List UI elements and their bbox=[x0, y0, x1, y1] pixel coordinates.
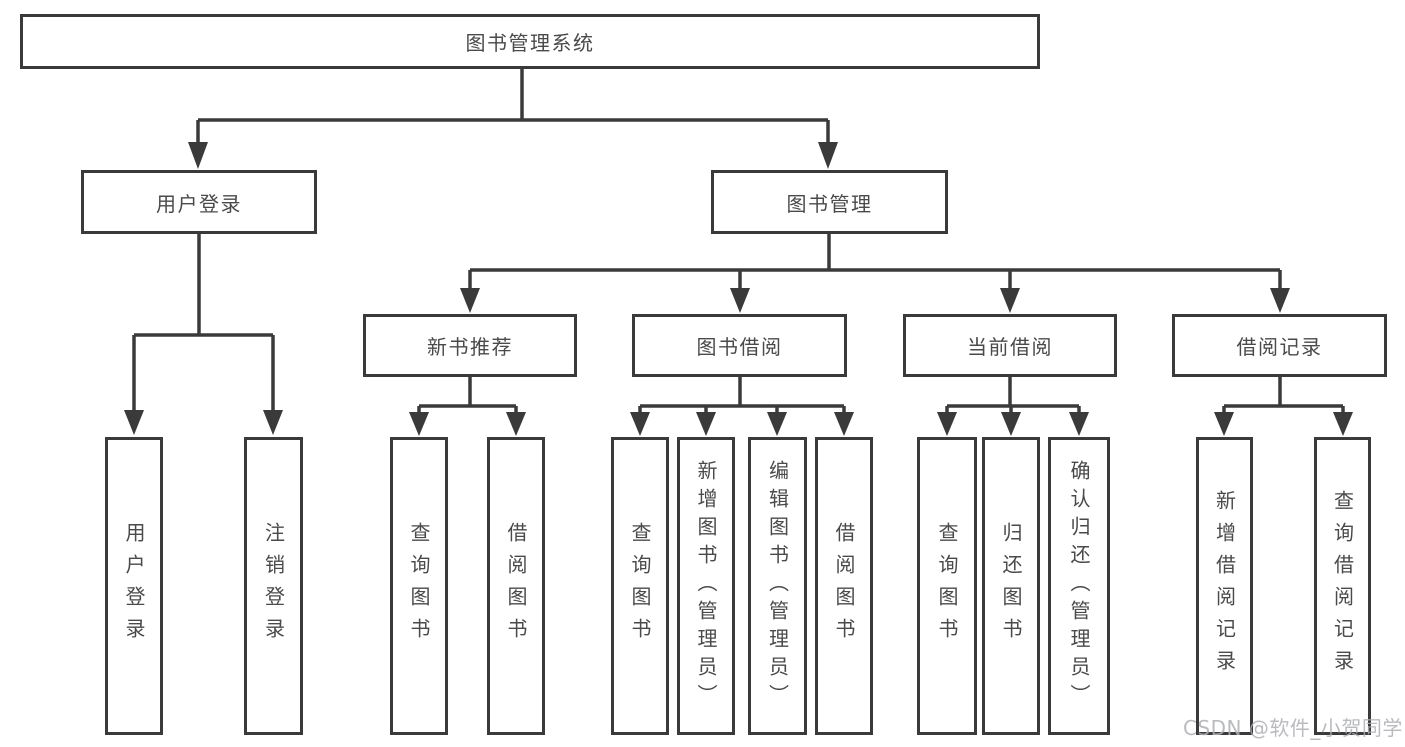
leaf-edit-books-admin-label: 编辑图书（管理员） bbox=[765, 460, 790, 712]
node-root-label: 图书管理系统 bbox=[465, 31, 595, 55]
leaf-logout: 注销登录 bbox=[244, 437, 303, 735]
node-user-login-label: 用户登录 bbox=[156, 191, 242, 216]
leaf-return-books-label: 归还图书 bbox=[999, 522, 1023, 650]
leaf-query-borrow-record: 查询借阅记录 bbox=[1314, 437, 1371, 735]
node-book-borrowing-label: 图书借阅 bbox=[696, 335, 783, 359]
leaf-user-login: 用户登录 bbox=[105, 437, 163, 735]
leaf-return-books: 归还图书 bbox=[982, 437, 1040, 735]
node-user-login: 用户登录 bbox=[81, 170, 317, 234]
leaf-add-books-admin-label: 新增图书（管理员） bbox=[694, 460, 718, 712]
leaf-query-books-1: 查询图书 bbox=[390, 437, 448, 735]
leaf-confirm-return-admin-label: 确认归还（管理员） bbox=[1067, 460, 1091, 712]
node-current-borrowing: 当前借阅 bbox=[903, 314, 1117, 377]
leaf-query-books-2: 查询图书 bbox=[611, 437, 669, 735]
csdn-watermark: CSDN @软件_小贺同学 bbox=[1183, 716, 1403, 740]
node-borrowing-records-label: 借阅记录 bbox=[1236, 335, 1323, 359]
leaf-borrow-books-2-label: 借阅图书 bbox=[832, 522, 856, 650]
leaf-add-borrow-record: 新增借阅记录 bbox=[1196, 437, 1253, 735]
leaf-borrow-books-1: 借阅图书 bbox=[487, 437, 545, 735]
leaf-query-books-3-label: 查询图书 bbox=[935, 522, 959, 650]
node-new-book-recommend: 新书推荐 bbox=[363, 314, 577, 377]
leaf-query-borrow-record-label: 查询借阅记录 bbox=[1330, 490, 1355, 682]
leaf-borrow-books-1-label: 借阅图书 bbox=[504, 522, 528, 650]
node-book-borrowing: 图书借阅 bbox=[632, 314, 847, 377]
arrowheads bbox=[124, 142, 1353, 436]
leaf-query-books-1-label: 查询图书 bbox=[407, 522, 431, 650]
leaf-edit-books-admin: 编辑图书（管理员） bbox=[748, 437, 807, 735]
leaf-logout-label: 注销登录 bbox=[261, 522, 286, 650]
leaf-user-login-label: 用户登录 bbox=[122, 522, 146, 650]
leaf-query-books-3: 查询图书 bbox=[917, 437, 977, 735]
node-new-book-recommend-label: 新书推荐 bbox=[427, 335, 513, 359]
node-borrowing-records: 借阅记录 bbox=[1172, 314, 1387, 377]
node-current-borrowing-label: 当前借阅 bbox=[967, 335, 1053, 359]
node-book-management: 图书管理 bbox=[711, 170, 948, 234]
node-root: 图书管理系统 bbox=[20, 14, 1040, 69]
node-book-management-label: 图书管理 bbox=[786, 191, 873, 216]
leaf-add-books-admin: 新增图书（管理员） bbox=[677, 437, 735, 735]
leaf-confirm-return-admin: 确认归还（管理员） bbox=[1048, 437, 1110, 735]
leaf-borrow-books-2: 借阅图书 bbox=[815, 437, 873, 735]
leaf-add-borrow-record-label: 新增借阅记录 bbox=[1212, 490, 1237, 682]
leaf-query-books-2-label: 查询图书 bbox=[628, 522, 652, 650]
